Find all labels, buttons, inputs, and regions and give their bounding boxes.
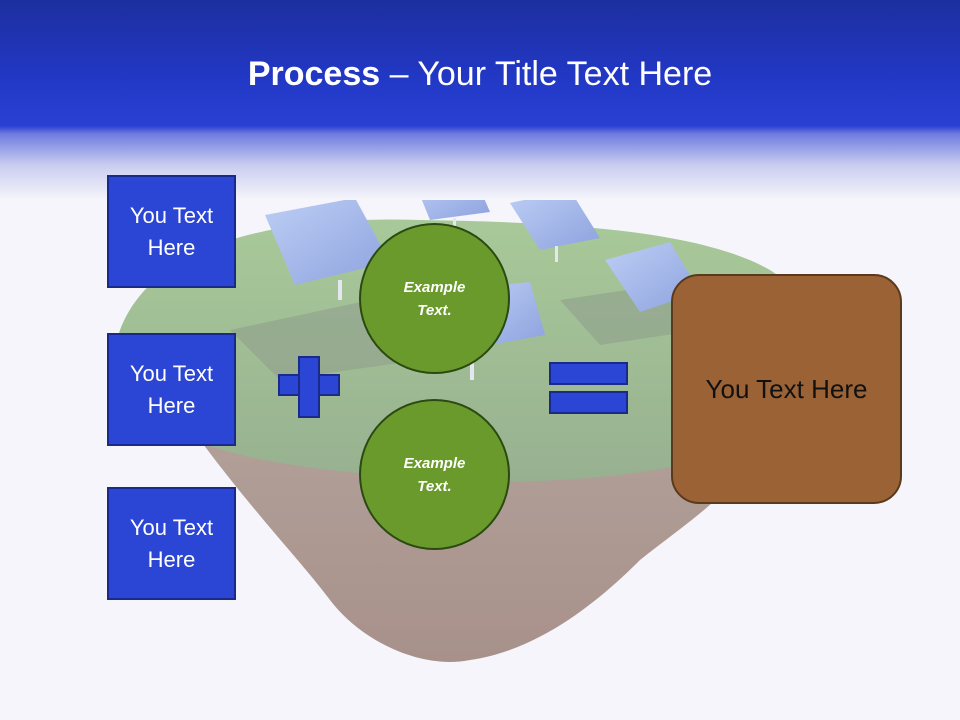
example-circle-1[interactable]: Example Text. xyxy=(359,223,510,374)
result-label: You Text Here xyxy=(705,373,868,404)
left-box-label: You Text Here xyxy=(129,202,214,260)
example-circle-2[interactable]: Example Text. xyxy=(359,399,510,550)
left-box-1[interactable]: You Text Here xyxy=(107,175,236,288)
left-box-label: You Text Here xyxy=(129,360,214,418)
circle-label: Example Text. xyxy=(403,278,466,319)
left-box-3[interactable]: You Text Here xyxy=(107,487,236,600)
circle-label: Example Text. xyxy=(403,454,466,495)
header-band xyxy=(0,0,960,200)
title-rest: – Your Title Text Here xyxy=(380,55,713,93)
title-bold: Process xyxy=(247,55,381,93)
slide-title: Process – Your Title Text Here xyxy=(0,52,960,96)
left-box-label: You Text Here xyxy=(129,514,214,572)
result-box[interactable]: You Text Here xyxy=(671,274,902,504)
left-box-2[interactable]: You Text Here xyxy=(107,333,236,446)
